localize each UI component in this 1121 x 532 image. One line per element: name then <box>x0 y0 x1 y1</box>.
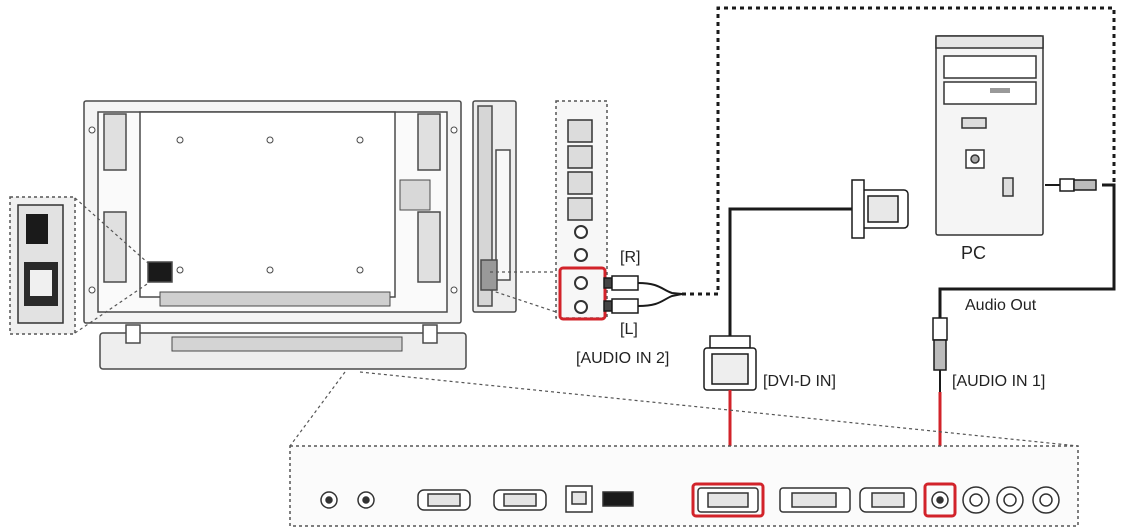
pc-tower <box>935 35 1044 236</box>
audio-in-1-highlight <box>923 482 957 518</box>
audio-jack-plug-in1 <box>932 317 948 392</box>
input-panel <box>289 371 1079 527</box>
audio-in-1-label: [AUDIO IN 1] <box>952 373 1046 390</box>
audio-jack-plug-pc <box>1045 178 1097 192</box>
side-jack-panel <box>555 100 608 321</box>
power-inlet-zoom <box>9 196 151 335</box>
audio-cable-pc <box>938 183 1116 318</box>
audio-cable-dotted <box>682 6 1116 296</box>
rca-plugs <box>603 275 683 314</box>
pc-label: PC <box>961 243 987 263</box>
monitor-rear-view <box>83 100 462 324</box>
l-label: [L] <box>620 321 638 338</box>
dvi-d-in-label: [DVI-D IN] <box>763 373 836 390</box>
monitor-base <box>99 324 467 370</box>
r-label: [R] <box>620 249 641 266</box>
dvi-cable <box>728 207 852 338</box>
dvi-connector-monitor <box>703 335 757 391</box>
audio-in-2-label: [AUDIO IN 2] <box>576 350 670 367</box>
audio-in-2-highlight <box>558 266 607 321</box>
dvi-connector-pc <box>851 179 909 239</box>
dvi-d-in-highlight <box>691 482 765 518</box>
audio-out-label: Audio Out <box>965 297 1037 314</box>
monitor-side-view <box>472 100 517 313</box>
